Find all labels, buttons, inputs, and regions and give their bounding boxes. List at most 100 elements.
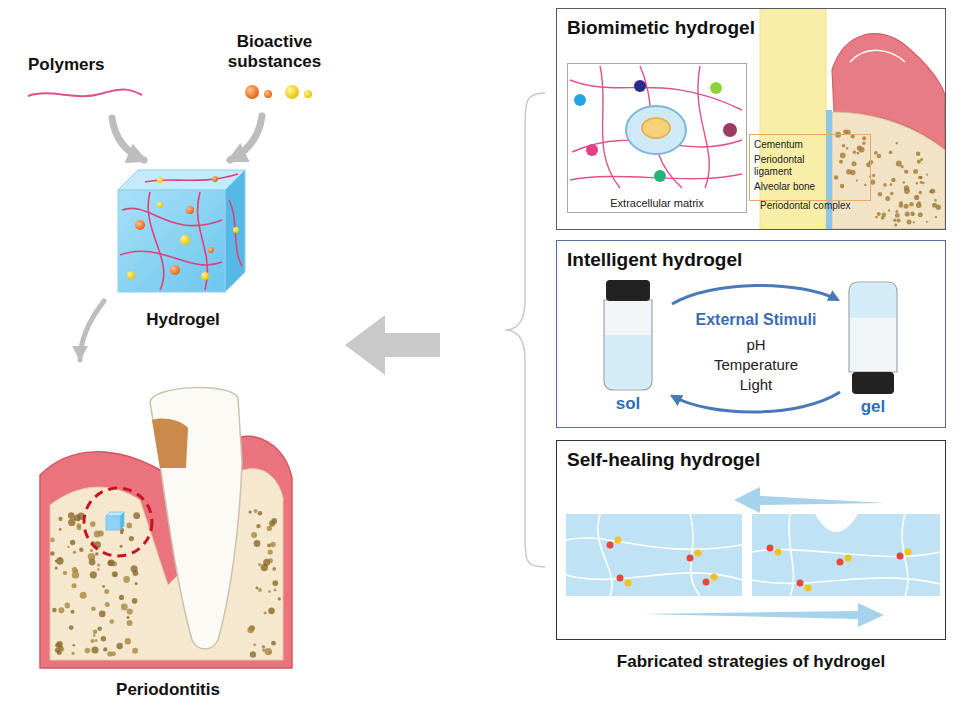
gel-strip (805, 585, 812, 592)
hydrogel-cube-drawing (212, 176, 218, 182)
text-group: Intelligent hydrogel (557, 241, 945, 280)
bone-dot (889, 151, 893, 155)
ecm-drawing (570, 66, 742, 188)
state-label: sol (600, 394, 656, 414)
ecm-box: Extracellular matrix (567, 63, 747, 213)
bone-dot (856, 179, 858, 181)
gel-strip (687, 555, 694, 562)
input-arrow (112, 116, 262, 160)
gel-strip (775, 549, 782, 556)
bone-dot (839, 160, 843, 164)
ecm-drawing (626, 106, 686, 154)
gel-vial (850, 283, 896, 318)
gel-strip (625, 580, 632, 587)
gel-strip (566, 514, 742, 596)
bone-dot (268, 608, 275, 615)
hydrogel-cube-drawing (157, 177, 163, 183)
bioactive-particles (285, 85, 299, 99)
section-caption: Fabricated strategies of hydrogel (556, 652, 946, 672)
strategy-panel: Self-healing hydrogel (556, 440, 946, 640)
bone-dot (271, 641, 276, 646)
bone-dot (874, 151, 878, 155)
ecm-drawing (698, 66, 709, 188)
polymer-chain (28, 90, 142, 97)
bone-dot (914, 195, 919, 200)
gel-strip (789, 514, 794, 596)
bone-dot (132, 598, 138, 604)
strategy-arrow (345, 315, 440, 375)
bone-dot (274, 589, 277, 592)
hydrogel-cube: Hydrogel (104, 160, 262, 332)
bone-dot (127, 620, 133, 626)
bone-dot (263, 649, 266, 652)
bone-dot (90, 571, 97, 578)
bone-dot (864, 184, 866, 186)
hydrogel-cube-drawing (127, 271, 135, 279)
bone-dot (909, 202, 914, 207)
text-group: Extracellular matrix (568, 197, 746, 210)
bone-dot (73, 551, 76, 554)
bone-dot (930, 189, 935, 194)
bone-dot (917, 160, 921, 164)
bone-dot (935, 216, 937, 218)
healing-arrow (640, 487, 885, 627)
stimulus-name: pH (676, 336, 836, 354)
bone-dot (883, 183, 887, 187)
sol-vial (606, 280, 650, 301)
bone-dot (267, 544, 271, 548)
bone-dot (268, 550, 273, 555)
bone-dot (94, 531, 101, 538)
bone-dot (903, 181, 906, 184)
hydrogel-cube-drawing (145, 174, 238, 182)
hydrogel-cube-drawing (225, 170, 245, 292)
bone-dot (50, 551, 55, 556)
bone-dot (262, 645, 266, 649)
bone-dot (929, 190, 932, 193)
bone-dot (95, 552, 98, 555)
ecm-drawing (586, 144, 598, 156)
bone-dot (102, 585, 105, 588)
hydrogel-cube-drawing (229, 200, 242, 266)
ecm-drawing (600, 66, 620, 188)
bone-dot (73, 644, 76, 647)
component-label: Polymers (28, 55, 148, 75)
bone-dot (59, 528, 62, 531)
bone-dot (859, 147, 865, 153)
figure-caption: Periodontal complex (760, 200, 900, 212)
bone-dot (897, 218, 901, 222)
bone-dot (875, 216, 878, 219)
bone-dot (55, 567, 58, 570)
gel-strip (845, 555, 852, 562)
tooth-drawing (120, 512, 124, 530)
input-arrow (112, 118, 144, 160)
hydrogel-cube-drawing (170, 265, 180, 275)
bracket (505, 93, 545, 567)
bone-dot (888, 209, 890, 211)
panel-title: Intelligent hydrogel (567, 249, 935, 272)
bone-dot (894, 223, 897, 226)
gel-vial (849, 282, 897, 372)
hydrogel-cube-drawing (118, 190, 225, 292)
bone-dot (72, 583, 77, 588)
bone-dot (127, 608, 133, 614)
bone-dot (919, 176, 923, 180)
bone-dot (70, 540, 75, 545)
bone-dot (899, 203, 904, 208)
bone-dot (846, 147, 848, 149)
tooth-drawing (152, 419, 188, 468)
bone-dot (50, 538, 55, 543)
bioactive-particles (245, 85, 312, 99)
bone-dot (926, 174, 928, 176)
bone-dot (885, 196, 890, 201)
bone-dot (97, 626, 102, 631)
gel-strip (837, 559, 844, 566)
bone-dot (840, 184, 845, 189)
bone-dot (268, 590, 271, 593)
bone-dot (121, 604, 128, 611)
gel-strip (767, 545, 774, 552)
bone-dot (133, 512, 140, 519)
flow-arrow (80, 301, 104, 360)
